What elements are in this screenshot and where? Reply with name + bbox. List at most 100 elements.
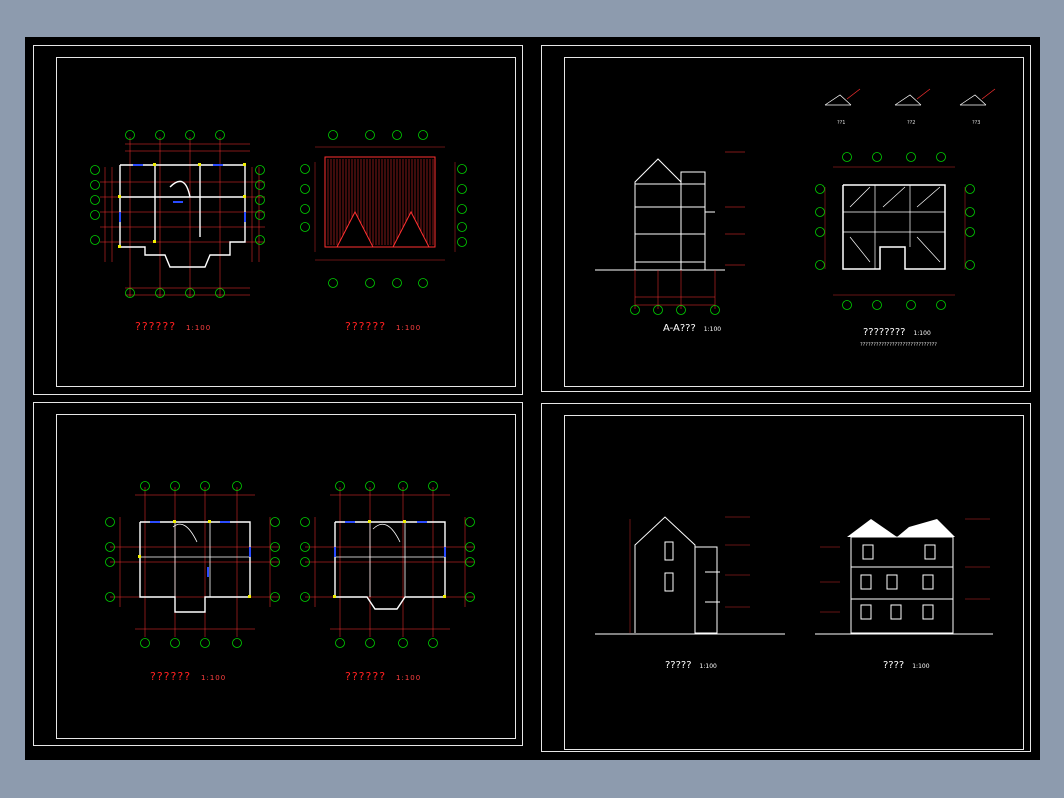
axis-bubble	[215, 288, 225, 298]
axis-bubble	[335, 481, 345, 491]
axis-bubble	[200, 638, 210, 648]
axis-bubble	[270, 542, 280, 552]
axis-bubble	[906, 152, 916, 162]
label-section-aa: A-A???1:100	[663, 323, 722, 334]
axis-bubble	[465, 557, 475, 567]
axis-bubble	[465, 542, 475, 552]
axis-bubble	[936, 152, 946, 162]
window-mark	[890, 604, 902, 620]
axis-bubble	[428, 638, 438, 648]
window-mark	[922, 574, 934, 590]
detail-label-2: ??2	[907, 120, 916, 126]
axis-bubble	[300, 184, 310, 194]
panel-top-right	[541, 45, 1031, 392]
axis-bubble	[232, 638, 242, 648]
axis-bubble	[630, 305, 640, 315]
axis-bubble	[255, 195, 265, 205]
axis-bubble	[170, 638, 180, 648]
axis-bubble	[300, 204, 310, 214]
label-side-elevation: ?????1:100	[665, 660, 717, 671]
panel-bottom-left-frame	[56, 414, 516, 739]
axis-bubble	[365, 481, 375, 491]
axis-bubble	[872, 300, 882, 310]
floor-plan-2	[110, 487, 280, 637]
label-floor-plan-1: ??????1:100	[135, 320, 212, 333]
axis-bubble	[365, 638, 375, 648]
floor-plan-1	[100, 137, 265, 297]
axis-bubble	[105, 542, 115, 552]
axis-bubble	[398, 481, 408, 491]
detail-sketches	[824, 88, 996, 106]
axis-bubble	[335, 638, 345, 648]
section-aa	[595, 151, 745, 309]
axis-bubble	[906, 300, 916, 310]
axis-bubble	[842, 152, 852, 162]
panel-bottom-left	[33, 402, 523, 746]
detail-label-3: ??3	[972, 120, 981, 126]
axis-bubble	[155, 288, 165, 298]
window-mark	[922, 604, 934, 620]
label-floor-plan-3: ??????1:100	[345, 670, 422, 683]
axis-bubble	[392, 278, 402, 288]
axis-bubble	[300, 557, 310, 567]
axis-bubble	[255, 165, 265, 175]
drawings-layer	[90, 88, 996, 648]
axis-bubble	[457, 222, 467, 232]
side-elevation	[595, 516, 785, 635]
axis-bubble	[270, 592, 280, 602]
axis-bubble	[457, 164, 467, 174]
drawing-sheet: ??????1:100 ??????1:100 A-A???1:100 ????…	[25, 37, 1040, 760]
window-mark	[860, 574, 872, 590]
axis-bubble	[140, 638, 150, 648]
axis-bubble	[170, 481, 180, 491]
axis-bubble	[125, 288, 135, 298]
axis-bubble	[185, 288, 195, 298]
axis-bubble	[255, 180, 265, 190]
window-mark	[924, 544, 936, 560]
label-front-elevation: ????1:100	[883, 660, 930, 671]
axis-bubble	[418, 278, 428, 288]
axis-bubble	[300, 517, 310, 527]
panel-top-left-frame	[56, 57, 516, 387]
axis-bubble	[125, 130, 135, 140]
window-mark	[886, 574, 898, 590]
detail-label-1: ??1	[837, 120, 846, 126]
axis-bubble	[392, 130, 402, 140]
axis-bubble	[965, 260, 975, 270]
axis-bubble	[105, 557, 115, 567]
axis-bubble	[936, 300, 946, 310]
panel-bottom-right	[541, 403, 1031, 752]
axis-bubble	[90, 180, 100, 190]
axis-bubble	[232, 481, 242, 491]
floor-plan-3	[305, 487, 475, 637]
axis-bubble	[328, 130, 338, 140]
axis-bubble	[457, 237, 467, 247]
axis-bubble	[965, 207, 975, 217]
axis-bubble	[300, 164, 310, 174]
axis-bubble	[676, 305, 686, 315]
axis-bubble	[140, 481, 150, 491]
axis-bubble	[270, 517, 280, 527]
roof-framing-plan	[824, 166, 966, 296]
axis-bubble	[965, 184, 975, 194]
axis-bubble	[465, 517, 475, 527]
roof-plan	[314, 146, 456, 261]
axis-bubble	[457, 184, 467, 194]
axis-bubble	[90, 165, 100, 175]
axis-bubble	[105, 592, 115, 602]
axis-bubble	[300, 542, 310, 552]
panel-top-right-frame	[564, 57, 1024, 387]
axis-bubble	[300, 592, 310, 602]
axis-bubble	[300, 222, 310, 232]
axis-bubble	[365, 130, 375, 140]
plan-note: ?????????????????????????????	[860, 342, 937, 348]
axis-bubble	[200, 481, 210, 491]
axis-bubble	[457, 204, 467, 214]
panel-top-left	[33, 45, 523, 395]
axis-bubble	[465, 592, 475, 602]
label-roof-framing-plan: ????????1:100	[863, 327, 931, 338]
axis-bubble	[872, 152, 882, 162]
axis-bubble	[815, 184, 825, 194]
axis-bubble	[842, 300, 852, 310]
label-roof-plan: ??????1:100	[345, 320, 422, 333]
